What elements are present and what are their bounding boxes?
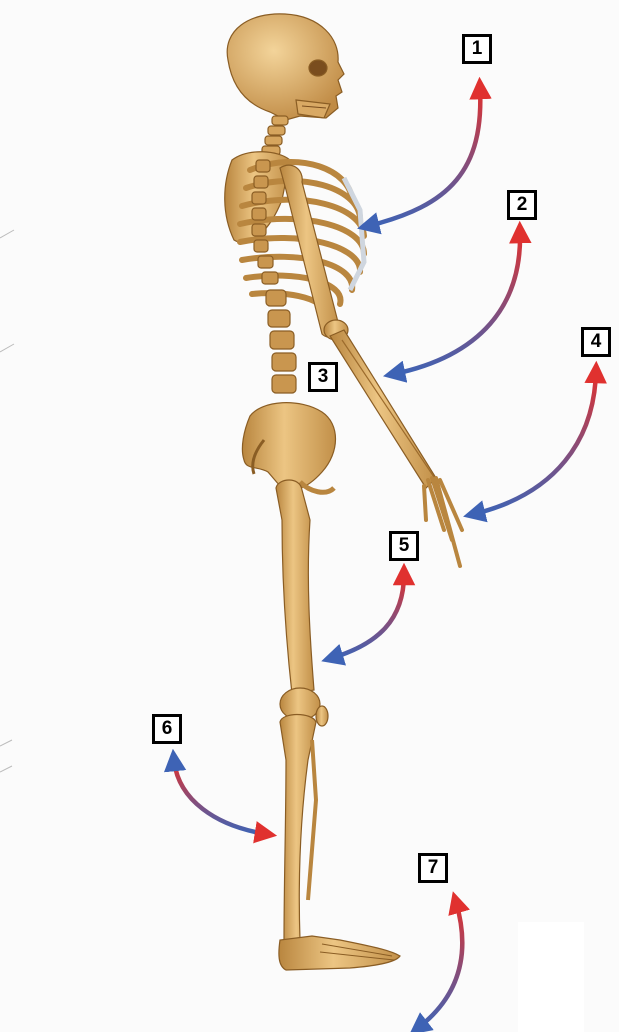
arrow-5 (332, 574, 404, 658)
arrow-6 (174, 760, 266, 834)
label-3: 3 (308, 362, 338, 392)
forearm (330, 330, 436, 488)
label-1: 1 (462, 34, 492, 64)
white-patch (518, 922, 584, 1032)
label-6: 6 (152, 714, 182, 744)
hand (424, 478, 462, 566)
label-7: 7 (418, 853, 448, 883)
arrow-2 (394, 232, 520, 374)
page-edge-marks (0, 230, 14, 772)
foot (279, 936, 400, 970)
arrow-4 (474, 372, 596, 514)
arrow-7 (418, 902, 462, 1028)
femur (276, 480, 314, 694)
label-5: 5 (389, 531, 419, 561)
skeleton (225, 14, 462, 970)
label-2: 2 (507, 190, 537, 220)
skull (227, 14, 344, 120)
cervical-spine (262, 116, 288, 155)
pelvis (242, 403, 335, 490)
label-4: 4 (581, 327, 611, 357)
arrow-1 (368, 88, 480, 226)
